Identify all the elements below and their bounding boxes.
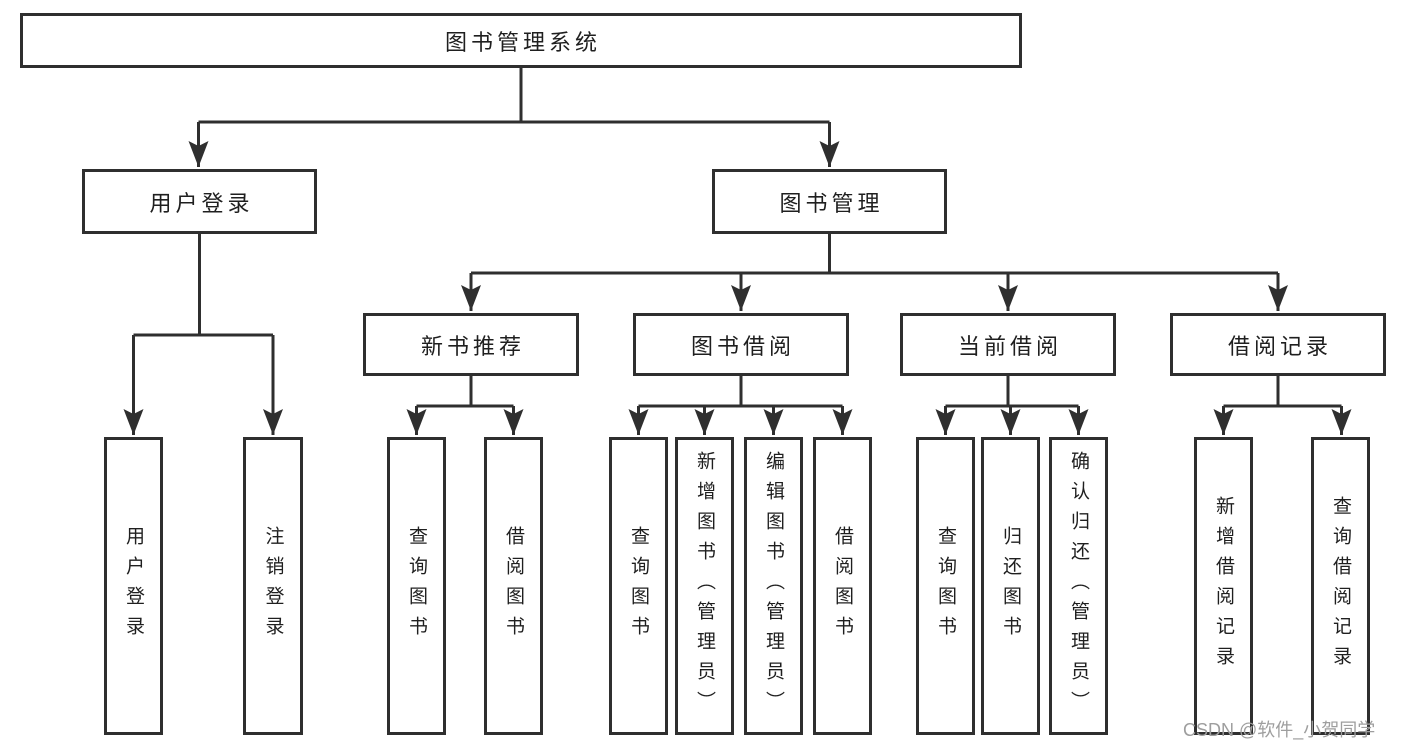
branch-book-borrowing [638,376,843,408]
branch-borrowing-records [1223,376,1342,408]
leaf-edit-books-admin-label: 编辑图书（管理员） [763,451,784,721]
node-borrowing-records-label: 借阅记录 [1227,333,1332,359]
leaf-query-books-recommend-label: 查询图书 [406,526,427,646]
node-book-management: 图书管理 [712,169,947,234]
node-user-login-label: 用户登录 [149,190,254,216]
branch-new-book-recommendation [416,376,514,408]
node-book-borrowing: 图书借阅 [633,313,849,376]
node-book-borrowing-label: 图书借阅 [690,333,795,359]
leaf-query-borrow-record: 查询借阅记录 [1311,437,1370,735]
node-current-borrowing: 当前借阅 [900,313,1116,376]
node-book-management-label: 图书管理 [779,190,884,216]
leaf-user-login: 用户登录 [104,437,163,735]
leaf-return-books: 归还图书 [981,437,1040,735]
leaf-query-borrow-record-label: 查询借阅记录 [1330,496,1351,676]
leaf-confirm-return-admin-label: 确认归还（管理员） [1068,451,1089,721]
node-root-label: 图书管理系统 [444,29,601,55]
leaf-query-books-recommend: 查询图书 [387,437,446,735]
node-new-book-recommendation-label: 新书推荐 [420,333,525,359]
leaf-query-books-borrowing-label: 查询图书 [628,526,649,646]
leaf-query-books-current-label: 查询图书 [935,526,956,646]
leaf-logout-label: 注销登录 [262,526,284,646]
node-borrowing-records: 借阅记录 [1170,313,1386,376]
leaf-borrow-books-borrowing-label: 借阅图书 [832,526,853,646]
node-new-book-recommendation: 新书推荐 [363,313,579,376]
leaf-edit-books-admin: 编辑图书（管理员） [744,437,803,735]
leaf-borrow-books-borrowing: 借阅图书 [813,437,872,735]
branch-current-borrowing [945,376,1079,408]
branch-root [198,68,830,124]
leaf-borrow-books-recommend: 借阅图书 [484,437,543,735]
leaf-confirm-return-admin: 确认归还（管理员） [1049,437,1108,735]
leaf-query-books-current: 查询图书 [916,437,975,735]
leaf-return-books-label: 归还图书 [1000,526,1021,646]
leaf-user-login-label: 用户登录 [123,526,144,646]
leaf-add-books-admin-label: 新增图书（管理员） [694,451,715,721]
branch-user-login [133,234,273,337]
branch-book-management [471,234,1278,275]
leaf-borrow-books-recommend-label: 借阅图书 [503,526,524,646]
leaf-add-borrow-record: 新增借阅记录 [1194,437,1253,735]
node-user-login: 用户登录 [82,169,317,234]
node-root: 图书管理系统 [20,13,1022,68]
leaf-logout: 注销登录 [243,437,303,735]
leaf-add-books-admin: 新增图书（管理员） [675,437,734,735]
leaf-query-books-borrowing: 查询图书 [609,437,668,735]
leaf-add-borrow-record-label: 新增借阅记录 [1213,496,1234,676]
watermark-text: CSDN @软件_小贺同学 [1183,720,1376,740]
node-current-borrowing-label: 当前借阅 [957,333,1062,359]
